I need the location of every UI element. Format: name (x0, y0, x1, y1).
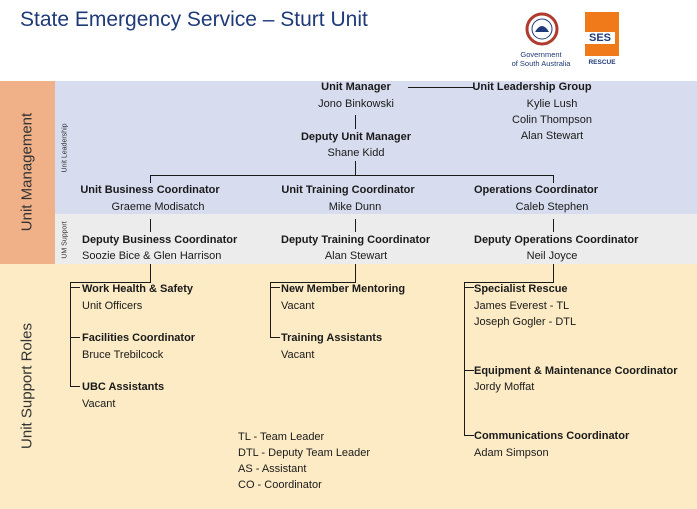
page-title: State Emergency Service – Sturt Unit (20, 8, 368, 31)
training-coordinator-title: Unit Training Coordinator (281, 184, 415, 196)
business-coordinator-title: Unit Business Coordinator (80, 184, 220, 196)
management-side-panel: Unit Management (0, 81, 55, 264)
connector-line (150, 175, 151, 183)
deputy-manager-name: Shane Kidd (327, 147, 385, 159)
side-label-roles: Unit Support Roles (18, 323, 36, 449)
whs-name: Unit Officers (82, 300, 143, 312)
ses-logo-text: SES (585, 32, 615, 44)
connector-line (408, 87, 474, 88)
connector-line (270, 287, 280, 288)
government-sa-logo: Government of South Australia (505, 12, 575, 70)
facilities-name: Bruce Trebilcock (82, 349, 164, 361)
legend-item: AS - Assistant (238, 463, 307, 475)
government-sa-logo-text: Government of South Australia (505, 50, 577, 68)
sub-label-um-support: UM Support (61, 221, 69, 259)
legend-item: DTL - Deputy Team Leader (238, 447, 371, 459)
connector-line (553, 264, 554, 282)
operations-coordinator-title: Operations Coordinator (473, 184, 599, 196)
deputy-operations-title: Deputy Operations Coordinator (474, 234, 639, 246)
deputy-training-name: Alan Stewart (324, 250, 388, 262)
connector-line (70, 282, 71, 386)
connector-line (464, 282, 465, 436)
support-band (55, 214, 697, 264)
connector-line (553, 175, 554, 183)
connector-line (270, 337, 280, 338)
facilities-title: Facilities Coordinator (82, 332, 196, 344)
roles-band (55, 264, 697, 509)
leadership-group-title: Unit Leadership Group (472, 81, 592, 93)
whs-title: Work Health & Safety (82, 283, 194, 295)
connector-line (70, 386, 80, 387)
deputy-operations-name: Neil Joyce (526, 250, 578, 262)
connector-line (150, 264, 151, 282)
ses-rescue-text: RESCUE (588, 59, 616, 66)
connector-line (355, 161, 356, 176)
side-label-management: Unit Management (18, 112, 36, 232)
connector-line (355, 264, 356, 282)
legend-item: CO - Coordinator (238, 479, 322, 491)
deputy-business-name: Soozie Bice & Glen Harrison (82, 250, 222, 262)
communications-title: Communications Coordinator (474, 430, 630, 442)
legend-item: TL - Team Leader (238, 431, 325, 443)
unit-manager-name: Jono Binkowski (318, 98, 394, 110)
logo-sa-line2: of South Australia (511, 59, 571, 68)
connector-line (553, 219, 554, 232)
connector-line (150, 175, 554, 176)
connector-line (355, 219, 356, 232)
connector-line (355, 115, 356, 129)
specialist-rescue-name: James Everest - TL (474, 300, 570, 312)
leadership-member: Kylie Lush (526, 98, 578, 110)
specialist-rescue-title: Specialist Rescue (474, 283, 568, 295)
connector-line (150, 219, 151, 232)
operations-coordinator-name: Caleb Stephen (515, 201, 589, 213)
training-assistants-title: Training Assistants (281, 332, 383, 344)
training-coordinator-name: Mike Dunn (328, 201, 382, 213)
deputy-training-title: Deputy Training Coordinator (281, 234, 431, 246)
specialist-rescue-name: Joseph Gogler - DTL (474, 316, 577, 328)
connector-line (270, 282, 356, 283)
connector-line (464, 282, 554, 283)
ses-logo: SES RESCUE (585, 12, 619, 68)
leadership-member: Alan Stewart (520, 130, 584, 142)
management-band (55, 81, 697, 214)
connector-line (70, 287, 80, 288)
connector-line (464, 435, 474, 436)
ubc-assistants-name: Vacant (82, 398, 116, 410)
crest-icon (525, 12, 559, 46)
connector-line (270, 282, 271, 338)
communications-name: Adam Simpson (474, 447, 549, 459)
unit-manager-title: Unit Manager (321, 81, 391, 93)
mentoring-name: Vacant (281, 300, 315, 312)
business-coordinator-name: Graeme Modisatch (111, 201, 205, 213)
connector-line (464, 287, 474, 288)
equipment-name: Jordy Moffat (474, 381, 535, 393)
connector-line (70, 337, 80, 338)
deputy-business-title: Deputy Business Coordinator (82, 234, 238, 246)
connector-line (464, 370, 474, 371)
leadership-member: Colin Thompson (512, 114, 592, 126)
deputy-manager-title: Deputy Unit Manager (300, 131, 412, 143)
equipment-title: Equipment & Maintenance Coordinator (474, 365, 678, 377)
connector-line (70, 282, 151, 283)
training-assistants-name: Vacant (281, 349, 315, 361)
sub-label-leadership: Unit Leadership (61, 123, 69, 173)
ubc-assistants-title: UBC Assistants (82, 381, 165, 393)
mentoring-title: New Member Mentoring (281, 283, 406, 295)
logo-sa-line1: Government (520, 50, 562, 59)
roles-side-panel: Unit Support Roles (0, 264, 55, 509)
